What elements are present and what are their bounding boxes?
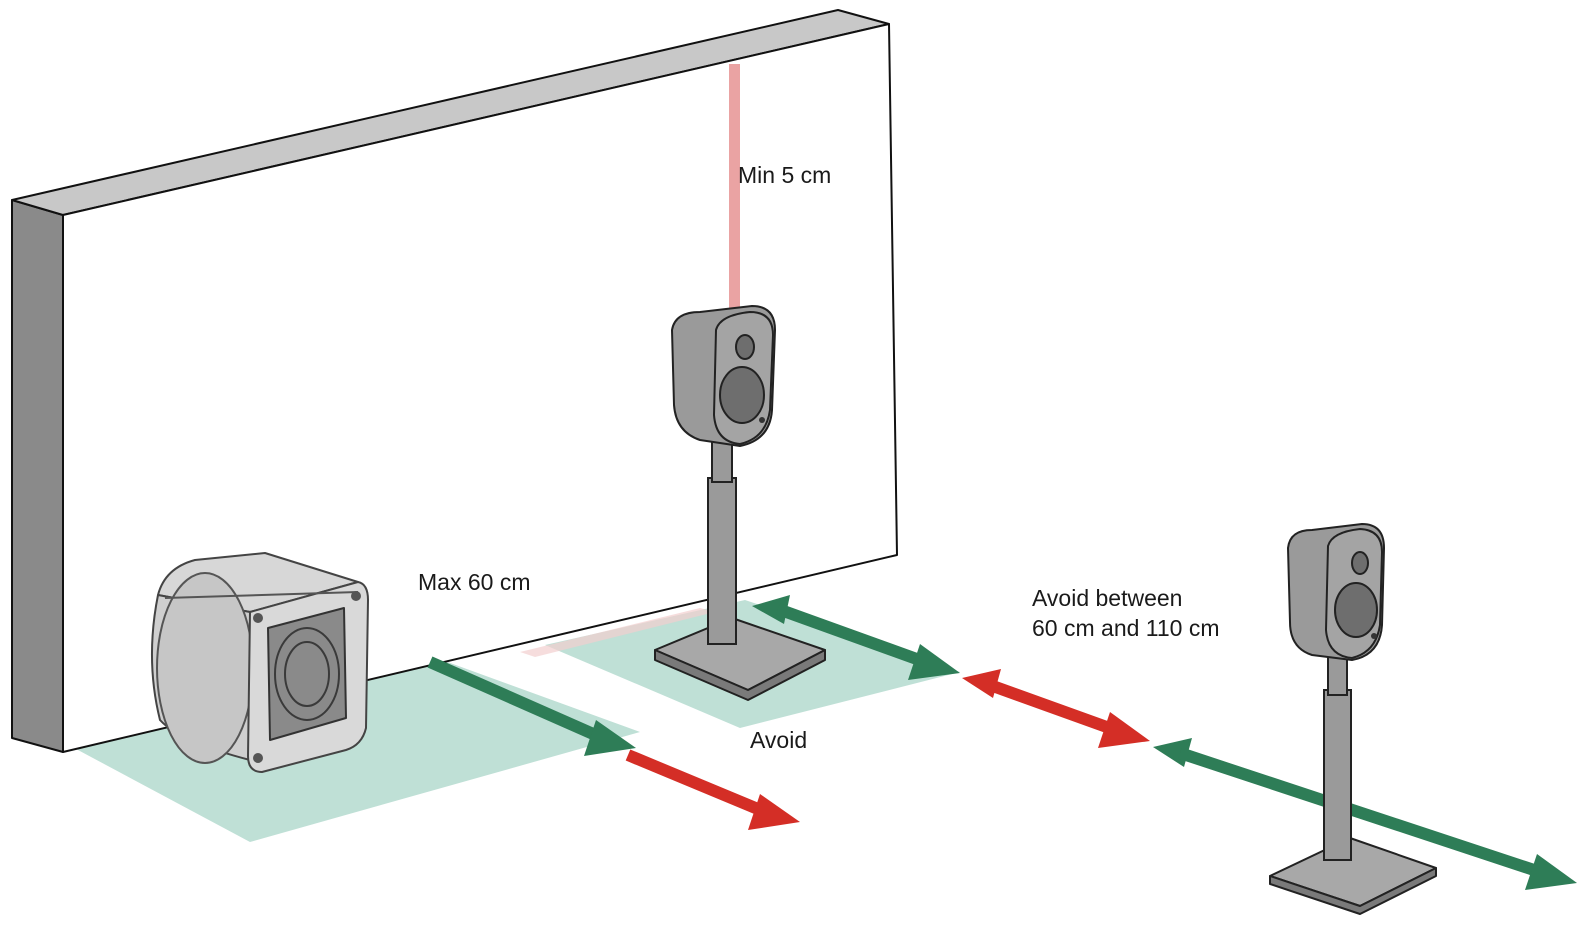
avoid-arrow (625, 749, 800, 830)
subwoofer (151, 552, 369, 773)
min-distance-label: Min 5 cm (738, 162, 831, 188)
max-distance-label: Max 60 cm (418, 569, 530, 595)
speaker-good-arrow-near (752, 595, 960, 680)
avoid-between-arrow (962, 669, 1150, 748)
speaker-far (1269, 523, 1437, 915)
wall-side (11, 199, 64, 753)
max-distance-arrow (427, 656, 636, 756)
min-distance-line (729, 64, 740, 326)
speaker-good-arrow-far (1153, 738, 1577, 890)
avoid-label: Avoid (750, 727, 807, 753)
avoid-between-label-line2: 60 cm and 110 cm (1032, 615, 1220, 641)
speaker-near-wall (654, 305, 826, 701)
wall-gap-shadow (520, 608, 715, 657)
avoid-between-label-line1: Avoid between (1032, 585, 1182, 611)
